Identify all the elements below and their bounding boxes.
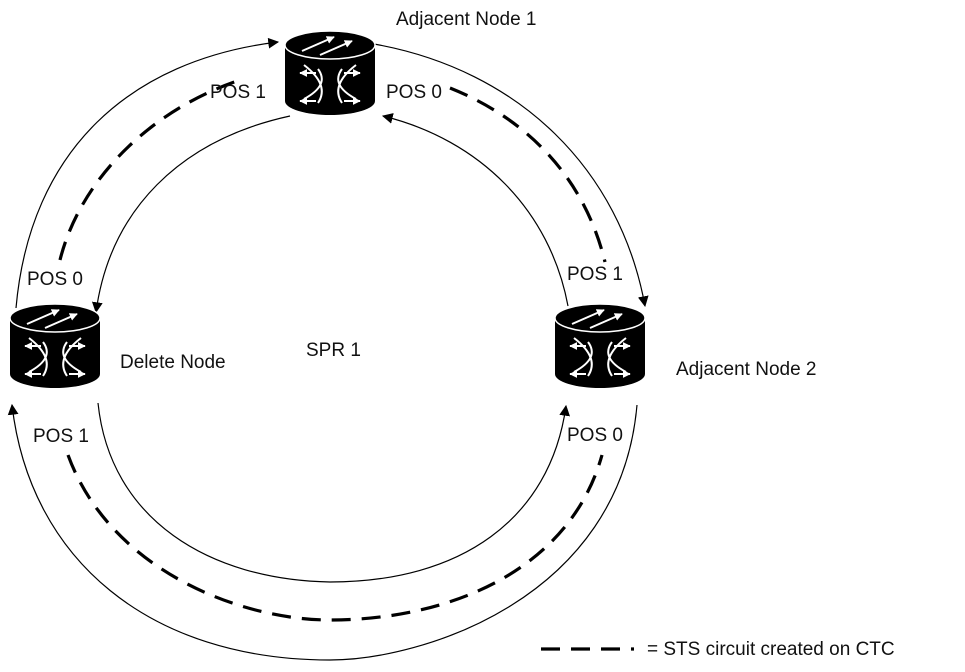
adjacent-node-1-label: Adjacent Node 1	[396, 9, 537, 30]
inner-ring-arc-bottom	[97, 402, 570, 583]
adjacent-node-2-port-bottom: POS 0	[567, 425, 623, 446]
inner-ring-arc-left-top	[91, 115, 291, 314]
delete-node-port-top: POS 0	[27, 269, 83, 290]
adjacent-node-2-port-top: POS 1	[567, 264, 623, 285]
adjacent-node-1-port-left: POS 1	[210, 82, 266, 103]
outer-ring-arc-left-top	[15, 37, 280, 309]
delete-node-router-icon	[10, 304, 100, 388]
ring-label: SPR 1	[306, 340, 361, 361]
adjacent-node-2-router-icon	[555, 304, 645, 388]
legend-text: = STS circuit created on CTC	[647, 639, 895, 660]
outer-ring-arc-bottom	[7, 403, 638, 661]
sts-circuit-bottom	[66, 454, 604, 622]
sts-circuit-left-top	[58, 78, 241, 261]
sts-circuit-right-top	[449, 86, 607, 263]
outer-ring-arc-right-top	[373, 43, 649, 308]
adjacent-node-1-router-icon	[285, 31, 375, 115]
delete-node-port-bottom: POS 1	[33, 426, 89, 447]
adjacent-node-1-port-right: POS 0	[386, 82, 442, 103]
delete-node-label: Delete Node	[120, 352, 226, 373]
inner-ring-arc-right-top	[381, 113, 569, 307]
adjacent-node-2-label: Adjacent Node 2	[676, 359, 817, 380]
